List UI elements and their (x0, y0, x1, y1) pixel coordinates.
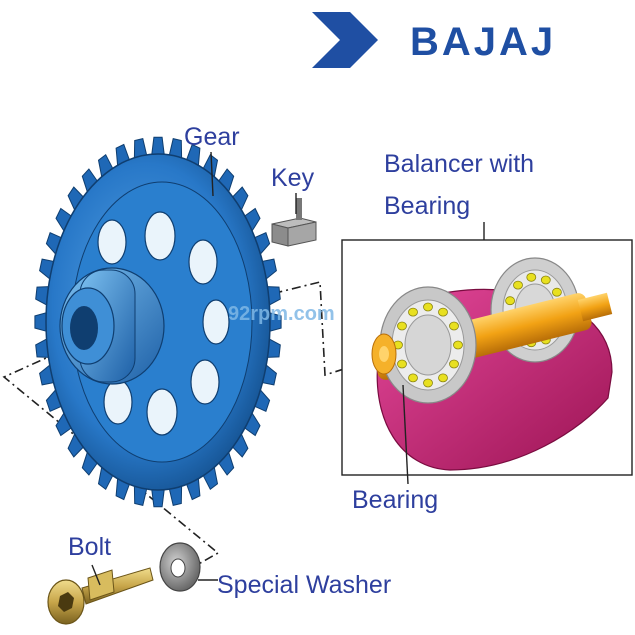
label-gear: Gear (184, 123, 240, 151)
label-special-washer: Special Washer (217, 571, 391, 599)
label-key: Key (271, 164, 315, 192)
key-illustration (271, 198, 317, 247)
gear-teeth (34, 136, 282, 508)
bearing-leader-line (402, 384, 409, 485)
label-bolt: Bolt (68, 533, 111, 561)
left-bearing (379, 286, 477, 404)
watermark-text: 92rpm.com (228, 303, 335, 325)
bajaj-logo-text: BAJAJ (410, 20, 556, 64)
label-balancer-line1: Balancer with (384, 150, 534, 178)
gear-illustration (34, 136, 282, 508)
bolt-leader-line (91, 564, 101, 586)
bolt-illustration (47, 564, 154, 625)
special-washer-illustration (159, 542, 218, 592)
bajaj-logo: BAJAJ (312, 12, 556, 68)
gear-leader-line (210, 151, 214, 197)
label-bearing: Bearing (352, 486, 438, 514)
gear-holes (97, 211, 230, 436)
bajaj-logo-mark-icon (312, 12, 378, 68)
balancer-box (341, 222, 633, 485)
label-balancer-line2: Bearing (384, 192, 470, 220)
